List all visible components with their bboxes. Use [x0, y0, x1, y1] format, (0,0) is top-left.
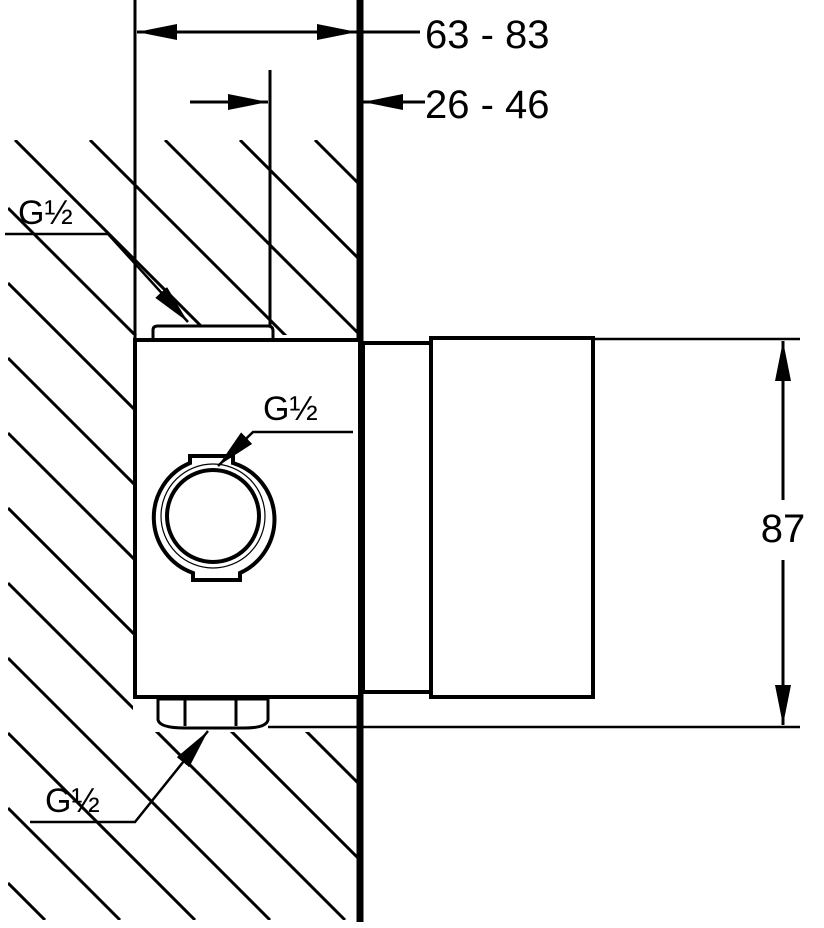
label-bottom-connection: G½ [45, 782, 100, 820]
leader-top-connection [5, 232, 189, 323]
bottom-nut [156, 697, 270, 730]
hatch-line [8, 881, 47, 920]
leader-front-connection [217, 430, 353, 467]
hatch-line [8, 806, 122, 920]
label-top-connection: G½ [18, 194, 73, 232]
front-port [151, 454, 277, 582]
top-fitting [151, 324, 275, 339]
label-front-connection: G½ [263, 390, 318, 428]
dimension-label-height: 87 [761, 507, 806, 551]
dimension-label-mounting-depth: 26 - 46 [425, 83, 550, 127]
cover-cap [429, 336, 595, 699]
hatch-line [8, 656, 272, 920]
hatch-line [313, 140, 360, 185]
hatch-line [163, 140, 360, 335]
hatch-line [238, 140, 360, 260]
leader-bottom-connection [30, 730, 209, 824]
dimension-label-overall-depth: 63 - 83 [425, 13, 550, 57]
hatch-line [8, 731, 197, 920]
collar [361, 341, 433, 694]
hatch-line [8, 581, 347, 920]
